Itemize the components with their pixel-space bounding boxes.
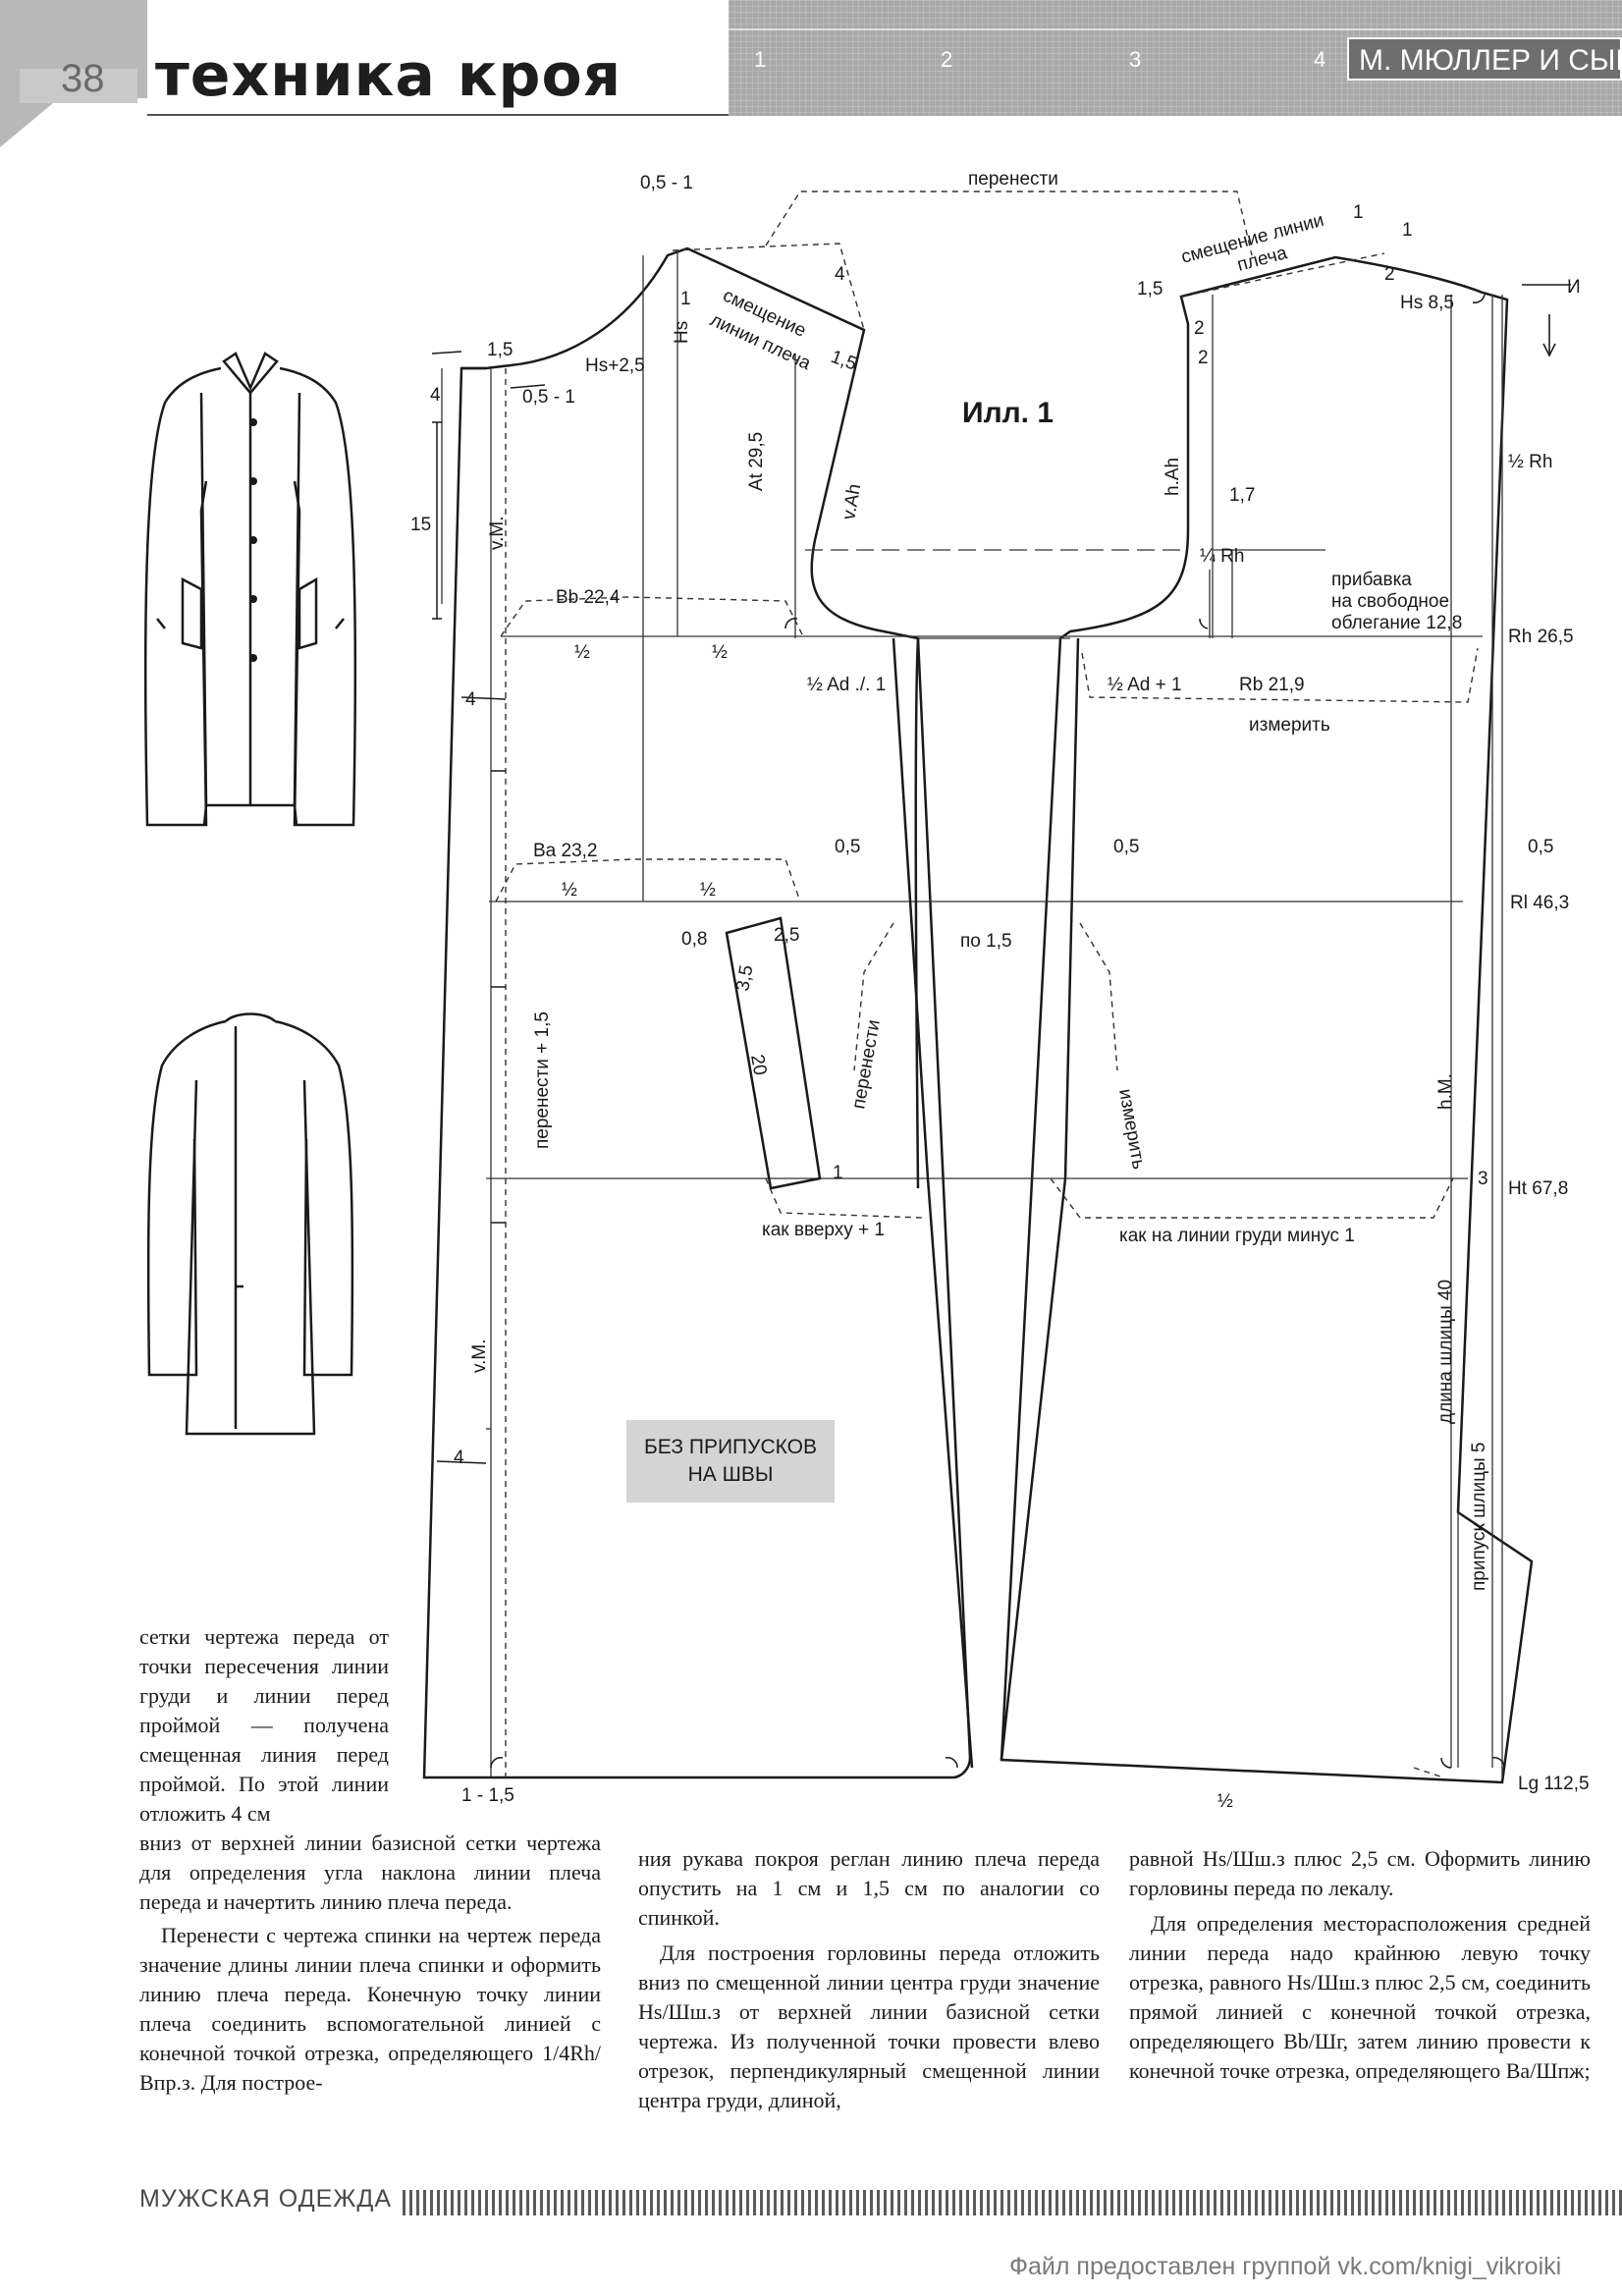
label-as-above: как вверху + 1	[762, 1220, 885, 1240]
label-num-4-top: 4	[835, 264, 845, 285]
label-num-1-7: 1,7	[1229, 485, 1255, 506]
front-piece	[1000, 255, 1534, 1784]
label-hs: Hs	[672, 321, 692, 344]
label-ht: Ht 67,8	[1508, 1178, 1568, 1199]
label-by-1-5: по 1,5	[960, 931, 1012, 952]
page-number: 38	[61, 57, 105, 100]
author-box: М. МЮЛЛЕР И СЫН	[1347, 37, 1622, 81]
label-allowance-3: облегание 12,8	[1331, 613, 1462, 633]
label-hm: h.M.	[1435, 1073, 1456, 1110]
label-num-2-a: 2	[1194, 318, 1205, 339]
label-shift-05-1: 0,5 - 1	[522, 387, 575, 408]
label-vm-bottom: v.M.	[469, 1339, 490, 1373]
text-col3-p2: Для определения месторасположения средне…	[1129, 1911, 1591, 2083]
page-tab	[0, 0, 147, 147]
label-num-0-8: 0,8	[681, 929, 707, 950]
figure-caption: Илл. 1	[962, 397, 1054, 429]
label-rl: Rl 46,3	[1510, 893, 1569, 913]
text-col3-p1: равной Hs/Шш.з плюс 2,5 см. Оформить лин…	[1129, 1846, 1591, 1900]
label-allowance-2: на свободное	[1331, 591, 1449, 612]
text-col1-narrow-p: сетки чертежа переда от точки пересечени…	[139, 1624, 389, 1826]
label-half-rh: ½ Rh	[1508, 452, 1552, 472]
label-bottom-shift: 1 - 1,5	[461, 1785, 514, 1806]
label-num-4-left: 4	[430, 385, 441, 406]
label-num-2-5: 2,5	[774, 925, 799, 946]
label-half-ad-minus: ½ Ad ./. 1	[807, 675, 886, 695]
label-num-1-front: 1	[1353, 202, 1364, 223]
label-rb: Rb 21,9	[1239, 675, 1305, 695]
text-col2-p2: Для построения горловины переда отложить…	[638, 1941, 1100, 2112]
label-half-b: ½	[712, 642, 728, 663]
label-measure: измерить	[1249, 715, 1330, 736]
text-col1-narrow: сетки чертежа переда от точки пересечени…	[139, 1622, 389, 1829]
back-piece	[422, 246, 972, 1779]
label-num-1-5-b: 1,5	[487, 340, 513, 360]
scale-number-2: 2	[941, 47, 953, 72]
label-num-2-b: 2	[1384, 264, 1395, 285]
text-col3: равной Hs/Шш.з плюс 2,5 см. Оформить лин…	[1129, 1844, 1591, 2086]
note-line-1: БЕЗ ПРИПУСКОВ	[644, 1436, 817, 1458]
label-num-0-5-a: 0,5	[835, 837, 860, 857]
label-transfer-top: перенести	[968, 169, 1058, 190]
label-lg: Lg 112,5	[1518, 1774, 1590, 1794]
label-num-3-5: 3,5	[732, 963, 757, 993]
label-slit-length: длина шлицы 40	[1435, 1280, 1456, 1424]
text-col2-p1: ния рукава покроя реглан линию плеча пер…	[638, 1846, 1100, 1930]
label-slit-allow: припуск шлицы 5	[1469, 1443, 1489, 1591]
label-measure-side: измерить	[1114, 1087, 1149, 1171]
label-half-c: ½	[562, 880, 577, 901]
scale-number-3: 3	[1129, 47, 1142, 72]
label-hs-front: Hs 8,5	[1400, 293, 1454, 313]
label-bb: Bb 22,4	[556, 587, 621, 608]
label-half-ad-plus: ½ Ad + 1	[1108, 675, 1182, 695]
label-hs-plus: Hs+2,5	[585, 355, 645, 376]
label-as-chest: как на линии груди минус 1	[1119, 1226, 1355, 1246]
scale-number-1: 1	[754, 47, 767, 72]
section-title: техника кроя	[155, 41, 622, 110]
footer-label: МУЖСКАЯ ОДЕЖДА	[139, 2185, 392, 2213]
label-num-0-5-b: 0,5	[1113, 837, 1139, 857]
label-num-1-front-b: 1	[1402, 220, 1413, 241]
label-half-a: ½	[574, 642, 590, 663]
text-col1-p2: Перенести с чертежа спинки на чертеж пер…	[139, 1923, 601, 2095]
label-num-3: 3	[1478, 1169, 1488, 1189]
label-quarter-rh: ¼ Rh	[1200, 546, 1244, 567]
label-num-1-top: 1	[680, 289, 691, 309]
text-col2: ния рукава покроя реглан линию плеча пер…	[638, 1844, 1100, 2115]
coat-sketch-back	[146, 1012, 354, 1436]
label-num-2-c: 2	[1198, 348, 1209, 368]
label-num-1-5-c: 1,5	[1137, 279, 1162, 300]
label-rh: Rh 26,5	[1508, 627, 1574, 647]
label-transfer-plus: перенести + 1,5	[532, 1011, 553, 1149]
label-num-15: 15	[410, 515, 431, 535]
coat-sketch-front	[143, 352, 357, 827]
credit-line: Файл предоставлен группой vk.com/knigi_v…	[1009, 2253, 1562, 2280]
note-box	[626, 1420, 835, 1503]
label-num-20: 20	[746, 1053, 770, 1076]
footer-bars	[403, 2190, 1622, 2215]
pattern-drawing: БЕЗ ПРИПУСКОВ НА ШВЫ Илл. 1 перенести 0,…	[143, 169, 1590, 1812]
scale-number-4: 4	[1314, 47, 1326, 72]
label-num-4-mid: 4	[465, 689, 476, 710]
label-half-d: ½	[700, 880, 716, 901]
label-transfer-side: перенести	[848, 1018, 885, 1111]
label-bottom-mid: ½	[1217, 1791, 1233, 1812]
label-hah: h.Ah	[1162, 458, 1183, 496]
label-vm-top: v.M.	[487, 517, 508, 550]
label-allowance-1: прибавка	[1331, 570, 1412, 590]
label-arrow-i: И	[1567, 277, 1581, 298]
label-ba: Ba 23,2	[533, 841, 598, 861]
label-num-4-bottom: 4	[454, 1448, 464, 1468]
text-col1: вниз от верхней линии базисной сетки чер…	[139, 1829, 601, 2098]
title-rule	[147, 114, 736, 116]
label-shift-left: 0,5 - 1	[640, 173, 693, 193]
label-vah: v.Ah	[838, 482, 865, 521]
text-col1-p1: вниз от верхней линии базисной сетки чер…	[139, 1831, 601, 1914]
note-line-2: НА ШВЫ	[688, 1463, 774, 1486]
label-num-1-d: 1	[833, 1163, 843, 1183]
label-num-0-5-c: 0,5	[1528, 837, 1553, 857]
label-at: At 29,5	[746, 432, 767, 491]
